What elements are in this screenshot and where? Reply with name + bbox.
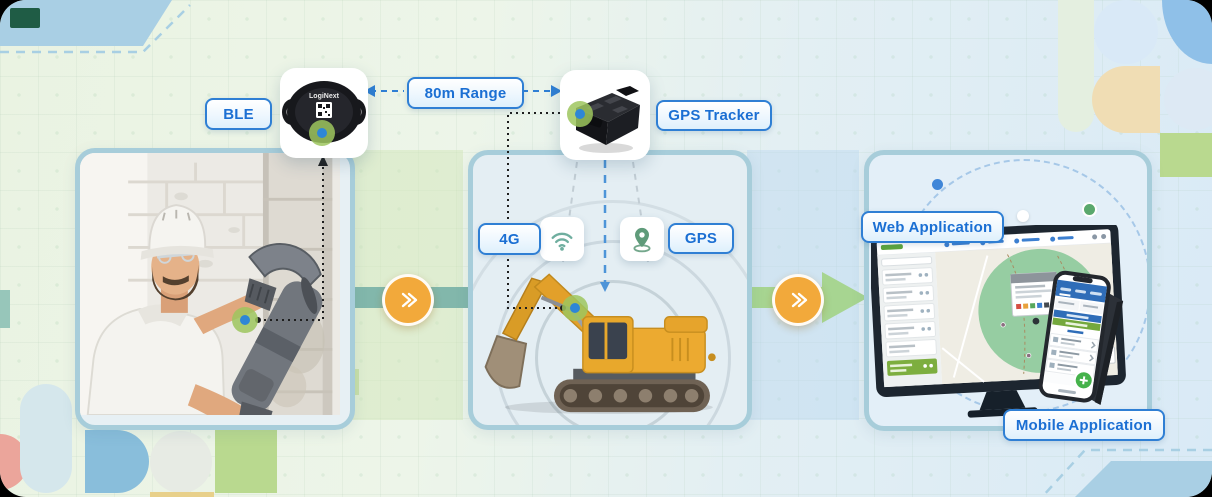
gps-callout-text: GPS bbox=[684, 230, 718, 247]
gps-marker-on-excavator bbox=[562, 295, 588, 321]
edge-tile-teal bbox=[0, 290, 10, 328]
arrow-up-icon bbox=[1069, 399, 1081, 411]
arrow-down-icon bbox=[915, 241, 927, 253]
gps-marker-on-tracker bbox=[567, 101, 593, 127]
ble-beacon-device: LogiNext bbox=[282, 81, 366, 143]
ble-tag-marker-on-grinder bbox=[232, 307, 258, 333]
mosaic-bottom-left-blue-bar bbox=[20, 384, 72, 493]
flow-step-button-2 bbox=[772, 274, 824, 326]
mobile-application-callout-text: Mobile Application bbox=[1015, 416, 1153, 434]
cellular-callout-text: 4G bbox=[499, 230, 520, 248]
mosaic-top-right-circle1 bbox=[1094, 0, 1158, 64]
construction-worker-photo bbox=[80, 153, 340, 415]
cellular-callout: 4G bbox=[478, 223, 541, 255]
arrow-right-icon bbox=[270, 108, 282, 120]
mobile-application-callout: Mobile Application bbox=[1003, 409, 1165, 441]
gps-tracker-card bbox=[560, 70, 650, 160]
decoration-dot-blue bbox=[932, 179, 943, 190]
equipment-panel bbox=[468, 150, 752, 430]
radar-arc bbox=[473, 200, 747, 425]
gps-callout: GPS bbox=[668, 223, 734, 254]
ble-callout-text: BLE bbox=[223, 105, 254, 123]
flow-step-button-1 bbox=[382, 274, 434, 326]
arrow-left-icon bbox=[658, 233, 670, 245]
mosaic-bottom-left-green bbox=[215, 430, 277, 493]
mosaic-top-right-tan bbox=[1092, 66, 1160, 133]
applications-panel bbox=[864, 150, 1152, 431]
range-callout-text: 80m Range bbox=[424, 84, 507, 102]
mosaic-top-right-blue bbox=[1162, 0, 1212, 64]
gps-tracker-callout: GPS Tracker bbox=[656, 100, 772, 131]
double-chevron-right-icon bbox=[401, 292, 418, 308]
range-callout: 80m Range bbox=[407, 77, 524, 109]
worker-photo-panel bbox=[75, 148, 355, 430]
smartphone-mobile-app bbox=[1038, 270, 1124, 405]
wifi-icon bbox=[551, 232, 573, 251]
arrow-right-icon bbox=[539, 233, 551, 245]
arrow-left-icon bbox=[397, 87, 409, 99]
corner-tile-dark-green bbox=[10, 8, 40, 28]
web-application-callout-text: Web Application bbox=[872, 218, 993, 236]
decoration-dot-white bbox=[1017, 210, 1029, 222]
corner-shape-bottom-right bbox=[1075, 461, 1212, 497]
gps-tracker-callout-text: GPS Tracker bbox=[668, 107, 760, 124]
mosaic-top-right-green bbox=[1160, 133, 1212, 177]
arrow-left-icon bbox=[646, 110, 658, 122]
double-chevron-right-icon bbox=[791, 292, 808, 308]
web-application-callout: Web Application bbox=[861, 211, 1004, 243]
mosaic-bottom-left-yellow bbox=[150, 492, 214, 497]
arrow-right-icon bbox=[522, 87, 534, 99]
mosaic-top-right-circle2 bbox=[1164, 68, 1212, 130]
decoration-dot-green bbox=[1082, 202, 1097, 217]
mosaic-top-right-bar bbox=[1058, 0, 1094, 132]
mosaic-bottom-left-circle bbox=[150, 431, 212, 493]
device-brand-text: LogiNext bbox=[309, 93, 340, 100]
location-pin-icon bbox=[633, 227, 651, 253]
ble-callout: BLE bbox=[205, 98, 272, 130]
ble-tag-marker-on-beacon bbox=[309, 120, 335, 146]
mosaic-bottom-left-blue-d bbox=[85, 430, 149, 493]
excavator-photo bbox=[484, 273, 716, 415]
